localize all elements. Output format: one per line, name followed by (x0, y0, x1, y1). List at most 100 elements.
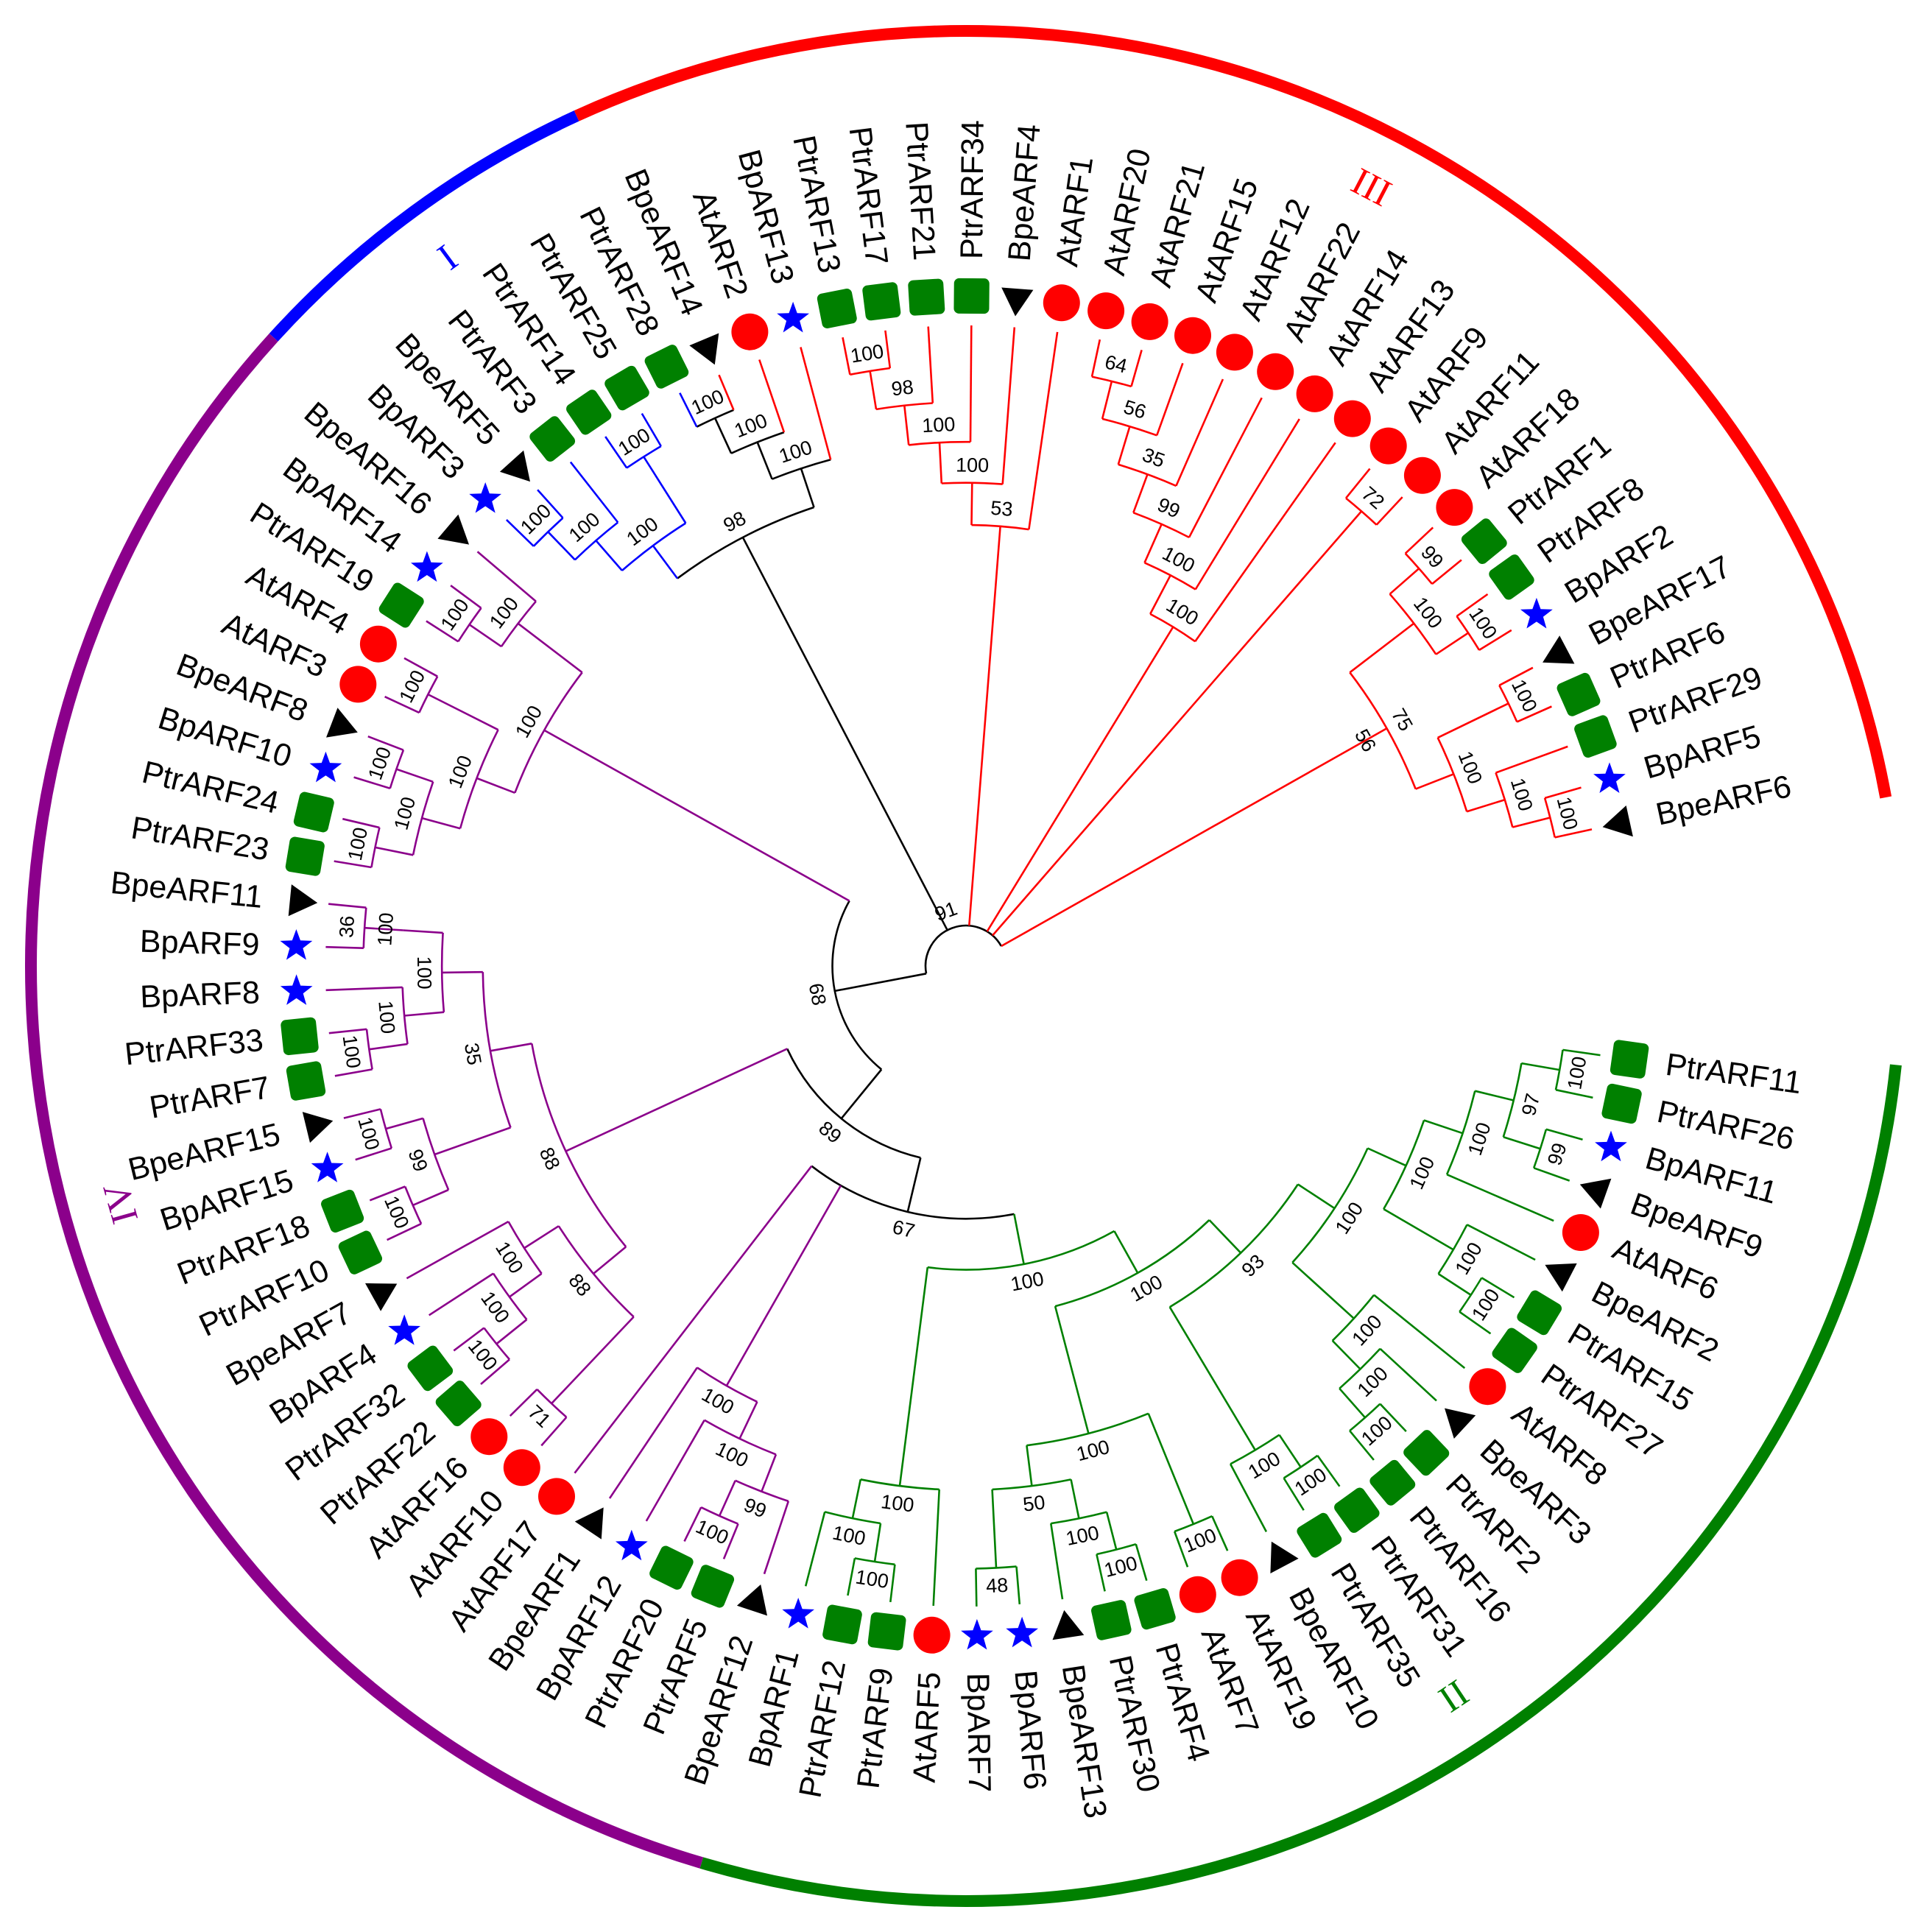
branch-12-0 (1545, 1128, 1583, 1140)
branch-47-1 (328, 903, 367, 909)
branch-arc-43 (440, 932, 445, 1012)
branch-44-0 (369, 1043, 408, 1051)
red-circle-icon (1369, 427, 1407, 465)
branch-84-1 (1554, 828, 1593, 839)
black-triangle-icon (689, 333, 719, 365)
green-square-icon (862, 282, 901, 321)
black-triangle-icon (736, 1584, 767, 1616)
branch-27-0 (873, 1523, 882, 1562)
bootstrap-64: 53 (990, 497, 1013, 521)
branch-31-0 (763, 1501, 790, 1575)
blue-star-icon (411, 551, 443, 582)
branch-64-1 (1028, 331, 1059, 530)
branch-0-2 (968, 526, 1001, 926)
branch-arc-50 (412, 781, 434, 856)
branch-16-0 (1379, 1347, 1437, 1402)
branch-35-1 (509, 1388, 538, 1417)
branch-75-1 (1375, 496, 1403, 526)
branch-4-1 (898, 1267, 929, 1487)
branch-29-0 (738, 1401, 758, 1439)
branch-78-0 (1389, 568, 1420, 595)
branch-32-0 (722, 1523, 739, 1559)
bootstrap-44: 100 (374, 1000, 399, 1035)
branch-72-1 (1175, 378, 1224, 487)
black-triangle-icon (437, 514, 469, 545)
branch-70-1 (1194, 418, 1300, 590)
branch-33-1 (490, 1043, 532, 1052)
branch-36-1 (406, 1220, 510, 1280)
branch-49-1 (427, 693, 499, 731)
branch-arc-1 (831, 900, 883, 1071)
branch-arc-9 (1445, 1090, 1476, 1175)
red-circle-icon (1257, 353, 1294, 390)
green-square-icon (285, 836, 325, 876)
branch-83-1 (1512, 817, 1551, 828)
group-arc-i (269, 110, 579, 342)
red-circle-icon (1216, 334, 1253, 371)
branch-50-1 (395, 768, 434, 783)
green-square-icon (321, 1189, 364, 1233)
branch-67-0 (869, 370, 878, 410)
group-arc-iii (574, 25, 1892, 799)
branch-38-0 (480, 1358, 510, 1385)
blue-star-icon (388, 1314, 420, 1345)
branch-9-1 (1446, 1174, 1554, 1222)
branch-21-0 (1211, 1515, 1229, 1551)
branch-74-1 (1130, 350, 1143, 387)
bootstrap-46: 100 (373, 912, 398, 947)
branch-72-0 (1117, 426, 1131, 465)
green-square-icon (566, 389, 612, 435)
branch-37-1 (428, 1272, 494, 1316)
branch-8-1 (1383, 1208, 1454, 1251)
branch-39-1 (442, 970, 483, 974)
branch-41-1 (369, 1185, 406, 1202)
branch-71-0 (1132, 473, 1149, 513)
branch-32-1 (683, 1506, 702, 1542)
leaf-markers (280, 278, 1649, 1654)
branch-12-1 (1533, 1167, 1570, 1182)
branch-19-1 (1283, 1477, 1305, 1511)
bootstrap-45: 100 (339, 1034, 365, 1070)
branch-26-0 (932, 1489, 940, 1606)
branch-arc-72 (1118, 463, 1177, 487)
branch-20-1 (1026, 1445, 1033, 1487)
green-square-icon (649, 1545, 694, 1590)
red-circle-icon (339, 666, 377, 703)
green-square-icon (1403, 1430, 1450, 1476)
blue-star-icon (1006, 1616, 1038, 1648)
branch-16-1 (1339, 1387, 1366, 1419)
branch-arc-2 (786, 1048, 921, 1159)
branch-arc-60 (626, 445, 662, 469)
green-square-icon (1091, 1600, 1132, 1640)
branch-3-1 (725, 1185, 842, 1386)
branch-33-0 (593, 1246, 627, 1275)
branch-arc-77 (1349, 671, 1417, 790)
branch-64-0 (970, 482, 973, 526)
branch-23-0 (1105, 1512, 1118, 1550)
bootstrap-39: 35 (460, 1041, 486, 1067)
branch-47-0 (325, 945, 364, 949)
branch-arc-81 (1436, 737, 1468, 812)
leaf-label-ptrarf34: PtrARF34 (954, 120, 991, 259)
red-circle-icon (1469, 1368, 1506, 1406)
branch-arc-48 (514, 671, 583, 794)
black-triangle-icon (1052, 1610, 1085, 1640)
bootstrap-28: 100 (854, 1566, 890, 1593)
branch-2-1 (565, 1048, 788, 1152)
black-triangle-icon (1579, 1178, 1612, 1209)
branch-81-1 (1466, 798, 1506, 813)
branch-arc-41 (403, 1186, 423, 1224)
bootstrap-25: 48 (985, 1574, 1009, 1597)
bootstrap-65: 100 (956, 454, 989, 477)
branch-79-0 (1404, 526, 1434, 554)
branch-3-2 (574, 1165, 813, 1474)
branch-arc-40 (422, 1118, 450, 1191)
branch-56-0 (652, 545, 679, 579)
red-circle-icon (1436, 489, 1473, 526)
group-arcs (25, 25, 1902, 1907)
black-triangle-icon (1543, 635, 1575, 664)
bootstrap-74: 64 (1102, 350, 1129, 377)
leaf-label-bparf9: BpARF9 (139, 924, 260, 963)
branch-69-0 (1149, 574, 1171, 615)
red-circle-icon (1333, 400, 1371, 437)
